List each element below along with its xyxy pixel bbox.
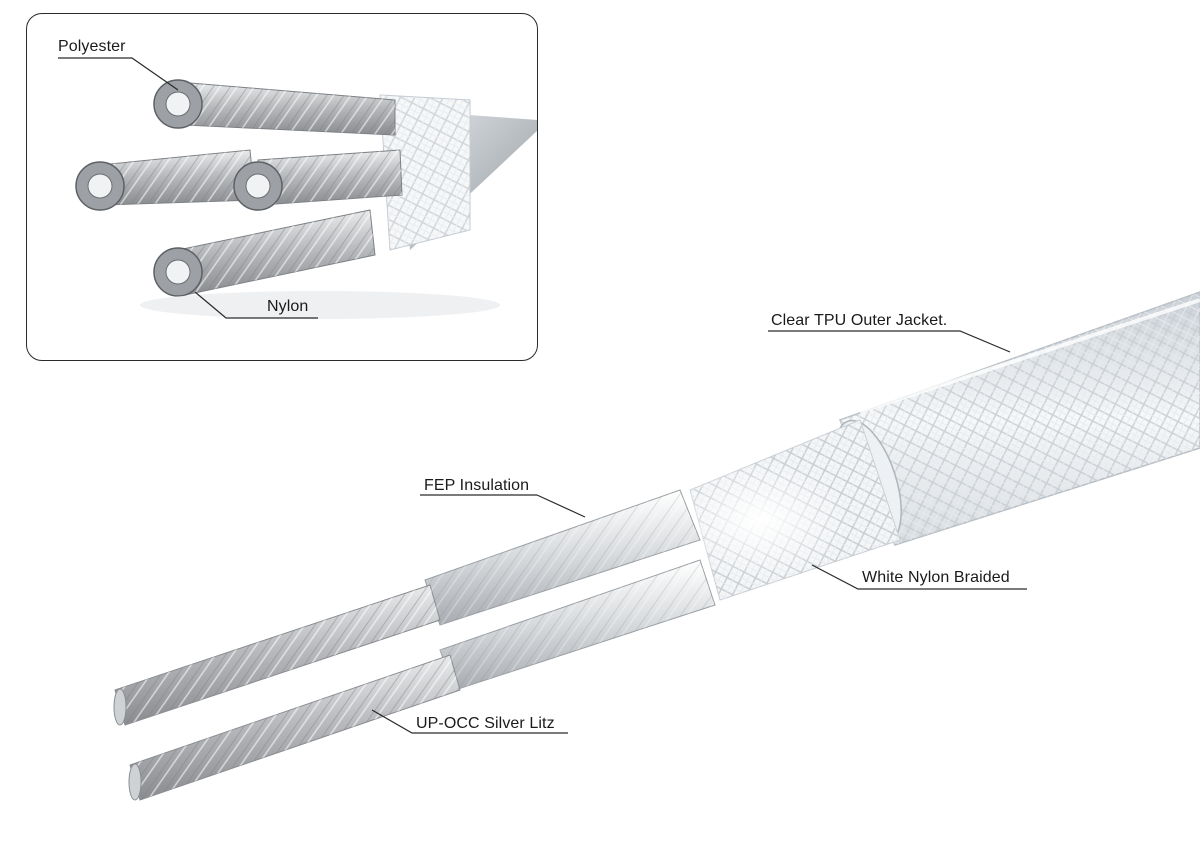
label-clear-tpu: Clear TPU Outer Jacket. (771, 312, 948, 329)
leader-clear-tpu (768, 330, 1011, 353)
label-polyester: Polyester (58, 38, 126, 55)
leader-polyester (58, 57, 179, 91)
label-up-occ-silver-litz: UP-OCC Silver Litz (416, 715, 555, 732)
leader-up-occ (371, 709, 568, 734)
upper-conductor (113, 489, 701, 726)
inset-leader-lines (58, 57, 318, 319)
main-cable (113, 291, 1200, 801)
label-fep-insulation: FEP Insulation (424, 477, 530, 494)
leader-fep-diag (536, 494, 586, 518)
inset-frame (26, 13, 538, 361)
nylon-braid-section (670, 419, 901, 601)
cross-section-4 (153, 247, 203, 297)
cross-section-1 (153, 79, 203, 129)
cross-section-2 (75, 161, 125, 211)
leader-nylon (194, 291, 318, 319)
label-white-nylon-braided: White Nylon Braided (862, 569, 1010, 586)
label-nylon: Nylon (267, 298, 309, 315)
main-leader-lines (371, 330, 1027, 734)
cross-section-3 (233, 161, 283, 211)
leader-nylon-braided (811, 564, 1027, 590)
lower-conductor (128, 559, 716, 801)
inset-cable (75, 79, 538, 319)
